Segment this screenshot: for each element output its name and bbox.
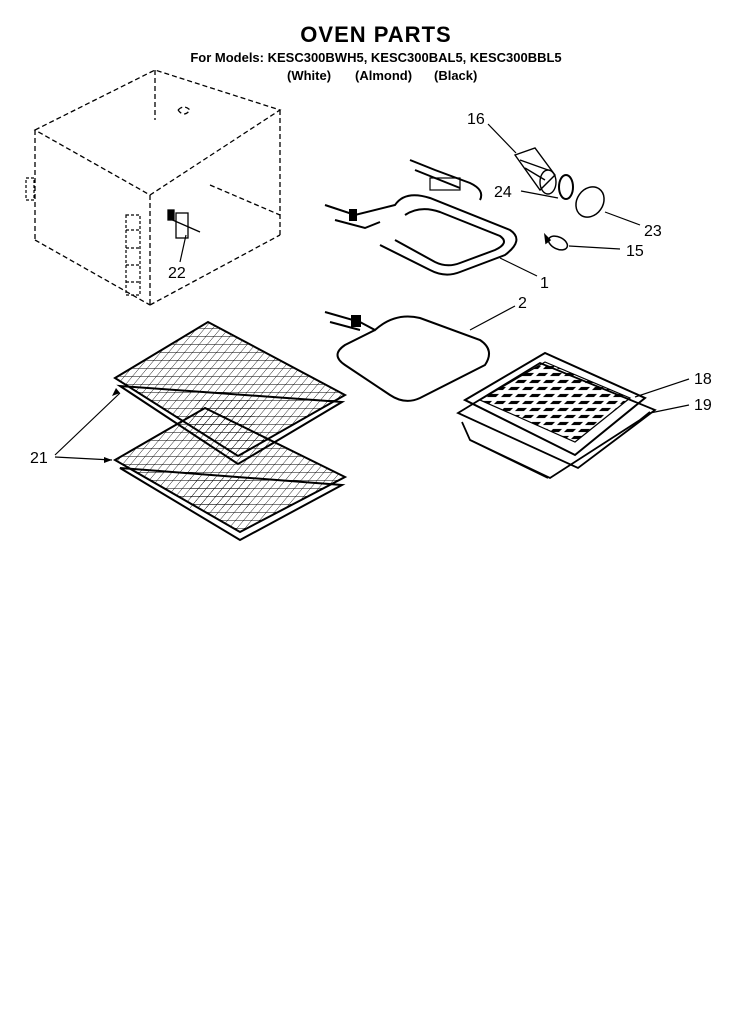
callout-16: 16 (467, 111, 485, 128)
part-24-ring (558, 174, 574, 200)
part-22-bracket (167, 209, 201, 239)
color-white: (White) (287, 68, 332, 83)
part-21-lower-rack (112, 406, 348, 542)
leader-lines (54, 123, 690, 461)
part-19-broiler-pan (456, 361, 657, 480)
callout-2: 2 (518, 295, 527, 312)
part-1-heating-element (324, 159, 518, 276)
callout-19: 19 (694, 397, 712, 414)
rack-supports (25, 177, 141, 296)
part-2-element (324, 311, 490, 402)
models-line: For Models: KESC300BWH5, KESC300BAL5, KE… (190, 50, 562, 65)
callout-23: 23 (644, 223, 662, 240)
color-black: (Black) (434, 68, 478, 83)
color-almond: (Almond) (355, 68, 413, 83)
part-15-bulb (543, 232, 569, 251)
diagram-title: OVEN PARTS (300, 22, 452, 47)
callout-18: 18 (694, 371, 712, 388)
part-18-broiler-grid (462, 351, 647, 457)
oven-cavity (33, 69, 282, 306)
callout-1: 1 (540, 275, 549, 292)
callout-24: 24 (494, 184, 512, 201)
part-23-lens (575, 186, 605, 218)
part-16-light-socket (513, 147, 557, 195)
callout-15: 15 (626, 243, 644, 260)
callout-22: 22 (168, 265, 186, 282)
callout-21: 21 (30, 450, 48, 467)
